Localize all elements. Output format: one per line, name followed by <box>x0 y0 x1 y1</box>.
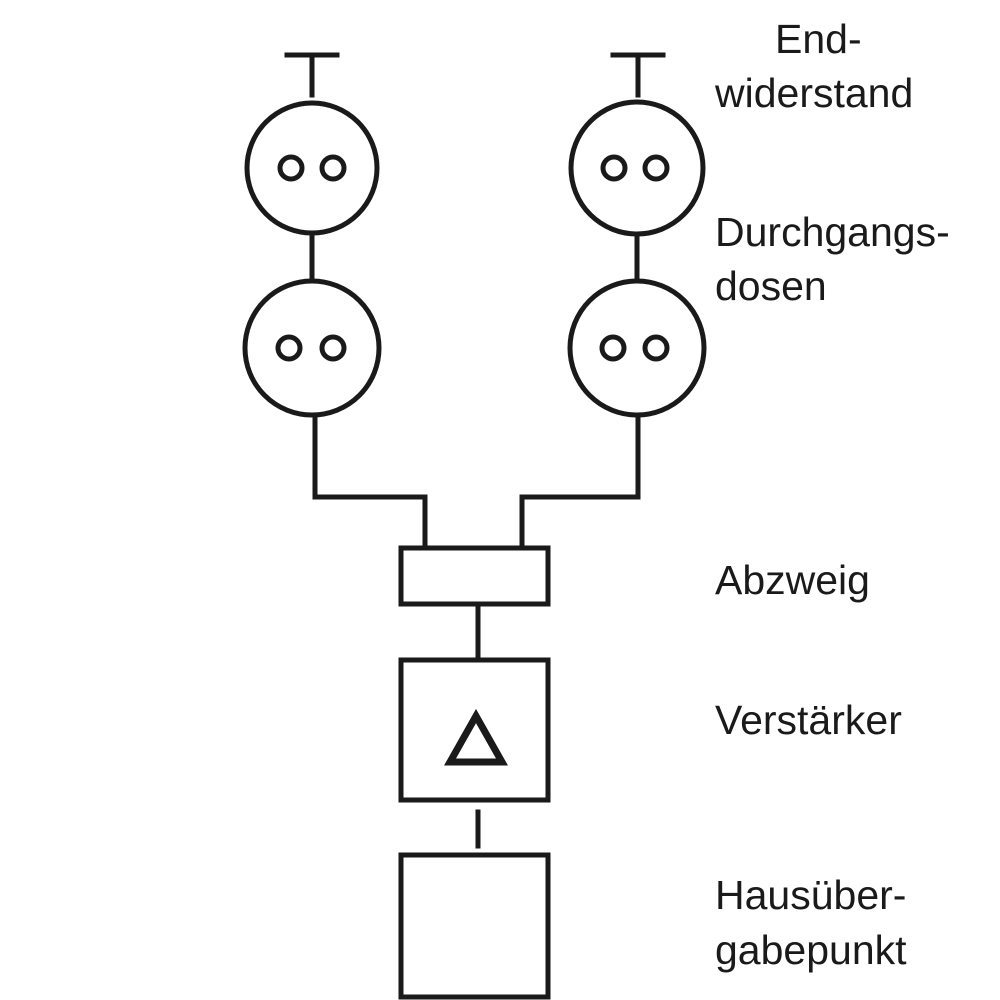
right-branch <box>519 52 707 551</box>
label-amplifier: Verstärker <box>715 697 902 743</box>
label-end-resistor-line1: End- <box>775 16 862 62</box>
left-end-resistor <box>284 52 340 98</box>
right-feed-line <box>519 414 641 551</box>
label-through-sockets-line2: dosen <box>715 263 827 309</box>
triangle-icon <box>444 708 508 766</box>
left-feed-line <box>312 414 428 551</box>
label-house-transfer-line1: Hausüber- <box>715 872 907 918</box>
right-socket-bottom <box>567 278 707 418</box>
splitter-box <box>398 545 551 607</box>
label-end-resistor-line2: widerstand <box>715 70 914 116</box>
right-end-resistor <box>610 52 666 98</box>
label-splitter: Abzweig <box>715 557 870 603</box>
label-house-transfer-line2: gabepunkt <box>715 927 907 973</box>
amplifier-box <box>398 657 551 803</box>
right-socket-top <box>568 99 706 237</box>
label-through-sockets-line1: Durchgangs- <box>715 209 950 255</box>
left-socket-bottom <box>242 278 382 418</box>
left-socket-top <box>244 100 380 236</box>
house-transfer-point-box <box>398 852 551 1000</box>
left-branch <box>242 52 428 551</box>
